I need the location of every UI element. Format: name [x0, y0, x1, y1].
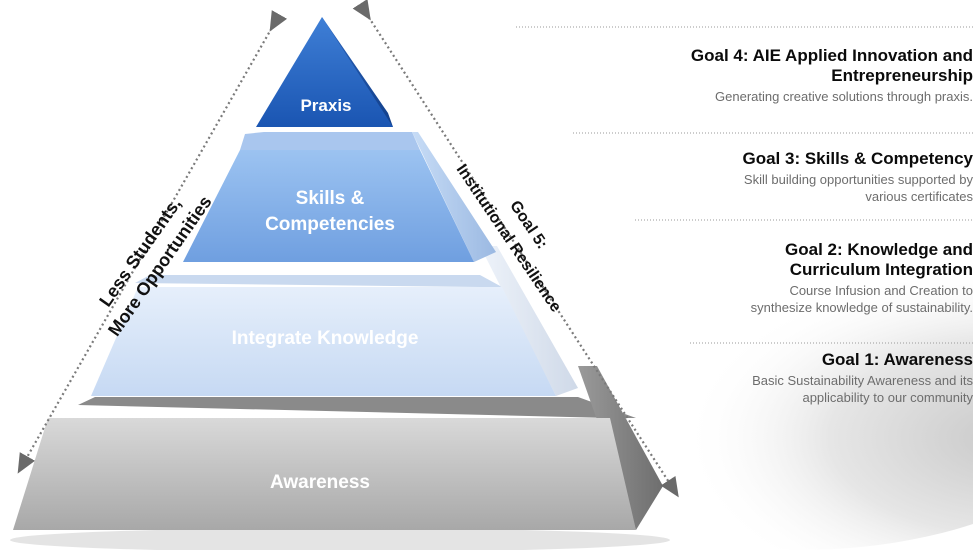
- tier-integrate-top: [135, 275, 502, 287]
- goal-3-title: Goal 3: Skills & Competency: [742, 149, 973, 168]
- goal-4-title-line2: Entrepreneurship: [831, 66, 973, 85]
- tier-label-integrate: Integrate Knowledge: [231, 328, 419, 349]
- goal-3-description-line2: various certificates: [865, 189, 973, 204]
- tier-awareness-top: [78, 397, 636, 418]
- goal-1-title: Goal 1: Awareness: [821, 350, 973, 369]
- goal-1-description-line1: Basic Sustainability Awareness and its: [752, 373, 973, 388]
- tier-label-skills-line1: Skills &: [295, 188, 365, 209]
- tier-skills-top: [240, 132, 420, 150]
- goal-1: Goal 1: Awareness Basic Sustainability A…: [653, 350, 973, 406]
- goal-4: Goal 4: AIE Applied Innovation and Entre…: [553, 46, 973, 105]
- goal-4-title-line1: Goal 4: AIE Applied Innovation and: [690, 46, 973, 65]
- goal-2-description-line2: synthesize knowledge of sustainability.: [750, 300, 973, 315]
- floor-shadow: [10, 528, 670, 550]
- goal-2-title-line1: Goal 2: Knowledge and: [785, 240, 973, 259]
- tier-label-skills-line2: Competencies: [265, 214, 395, 235]
- tier-label-awareness: Awareness: [270, 472, 370, 493]
- goal-3: Goal 3: Skills & Competency Skill buildi…: [613, 149, 973, 205]
- goal-4-description: Generating creative solutions through pr…: [715, 89, 973, 104]
- tier-label-skills: Skills & Competencies: [230, 186, 430, 238]
- goal-2-title-line2: Curriculum Integration: [789, 260, 973, 279]
- goal-1-description-line2: applicability to our community: [802, 390, 973, 405]
- goal-2-description-line1: Course Infusion and Creation to: [789, 283, 973, 298]
- tier-label-praxis: Praxis: [300, 96, 352, 115]
- goal-2: Goal 2: Knowledge and Curriculum Integra…: [613, 240, 973, 316]
- goal-3-description-line1: Skill building opportunities supported b…: [743, 172, 973, 187]
